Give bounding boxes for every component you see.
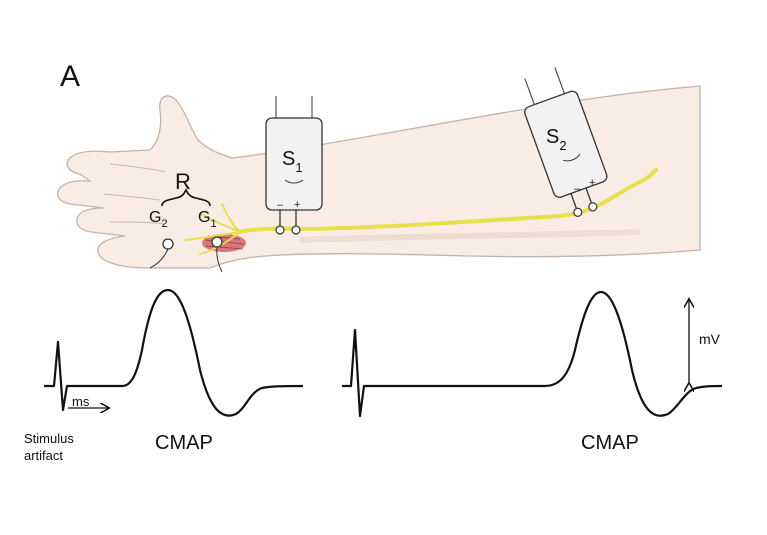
stimulator-s2-mark bbox=[562, 153, 581, 162]
trace-distal bbox=[44, 288, 304, 417]
s2-positive-label: + bbox=[589, 177, 596, 189]
stimulator-s2-prong-neg bbox=[570, 193, 578, 211]
electrode-g2-letter: G bbox=[149, 209, 162, 226]
s1-negative-label: – bbox=[277, 199, 284, 211]
cmap-distal-label: CMAP bbox=[155, 432, 213, 454]
stimulator-s2-cable bbox=[524, 67, 566, 107]
stim-site-2-subscript: 2 bbox=[559, 138, 567, 153]
finger-creases bbox=[103, 163, 166, 225]
electrode-g1 bbox=[211, 236, 223, 248]
stim-site-2-letter: S bbox=[546, 126, 560, 148]
electrode-g1-letter: G bbox=[198, 209, 211, 226]
stimulator-s2-body bbox=[524, 90, 608, 198]
stimulator-s2-tip-neg bbox=[573, 207, 583, 217]
stimulator-s2 bbox=[524, 67, 608, 217]
amplitude-unit-label: mV bbox=[699, 331, 720, 347]
stimulus-artifact-label: Stimulus artifact bbox=[24, 431, 74, 463]
stimulator-s2-tip-pos bbox=[588, 202, 598, 212]
recording-region-label: R bbox=[175, 169, 191, 194]
panel-label: A bbox=[60, 60, 81, 93]
stimulator-s1-tip-neg bbox=[275, 225, 285, 235]
forearm-shading bbox=[299, 229, 641, 243]
recording-bracket bbox=[161, 188, 211, 207]
stimulator-s1-body bbox=[265, 117, 323, 211]
electrode-g1-subscript: 1 bbox=[210, 218, 217, 230]
nerve-branches bbox=[184, 203, 241, 255]
stimulator-s1-mark bbox=[284, 179, 304, 184]
cmap-waveform-distal bbox=[44, 288, 304, 417]
electrode-g2 bbox=[162, 238, 174, 250]
trace-proximal bbox=[342, 290, 723, 418]
stim-site-1-letter: S bbox=[282, 148, 296, 170]
electrode-g1-wire bbox=[216, 245, 223, 273]
s2-negative-label: – bbox=[574, 183, 581, 195]
s1-positive-label: + bbox=[294, 199, 301, 211]
stimulator-s1 bbox=[265, 96, 323, 235]
stimulator-s2-prong-pos bbox=[585, 187, 593, 206]
time-unit-label: ms bbox=[72, 394, 90, 409]
stimulator-s1-tip-pos bbox=[291, 225, 301, 235]
stim-site-1-subscript: 1 bbox=[295, 160, 303, 175]
cmap-proximal-label: CMAP bbox=[581, 432, 639, 454]
cmap-waveform-proximal bbox=[342, 290, 723, 418]
electrode-g2-wire bbox=[149, 248, 169, 269]
electrode-g2-subscript: 2 bbox=[161, 218, 168, 230]
